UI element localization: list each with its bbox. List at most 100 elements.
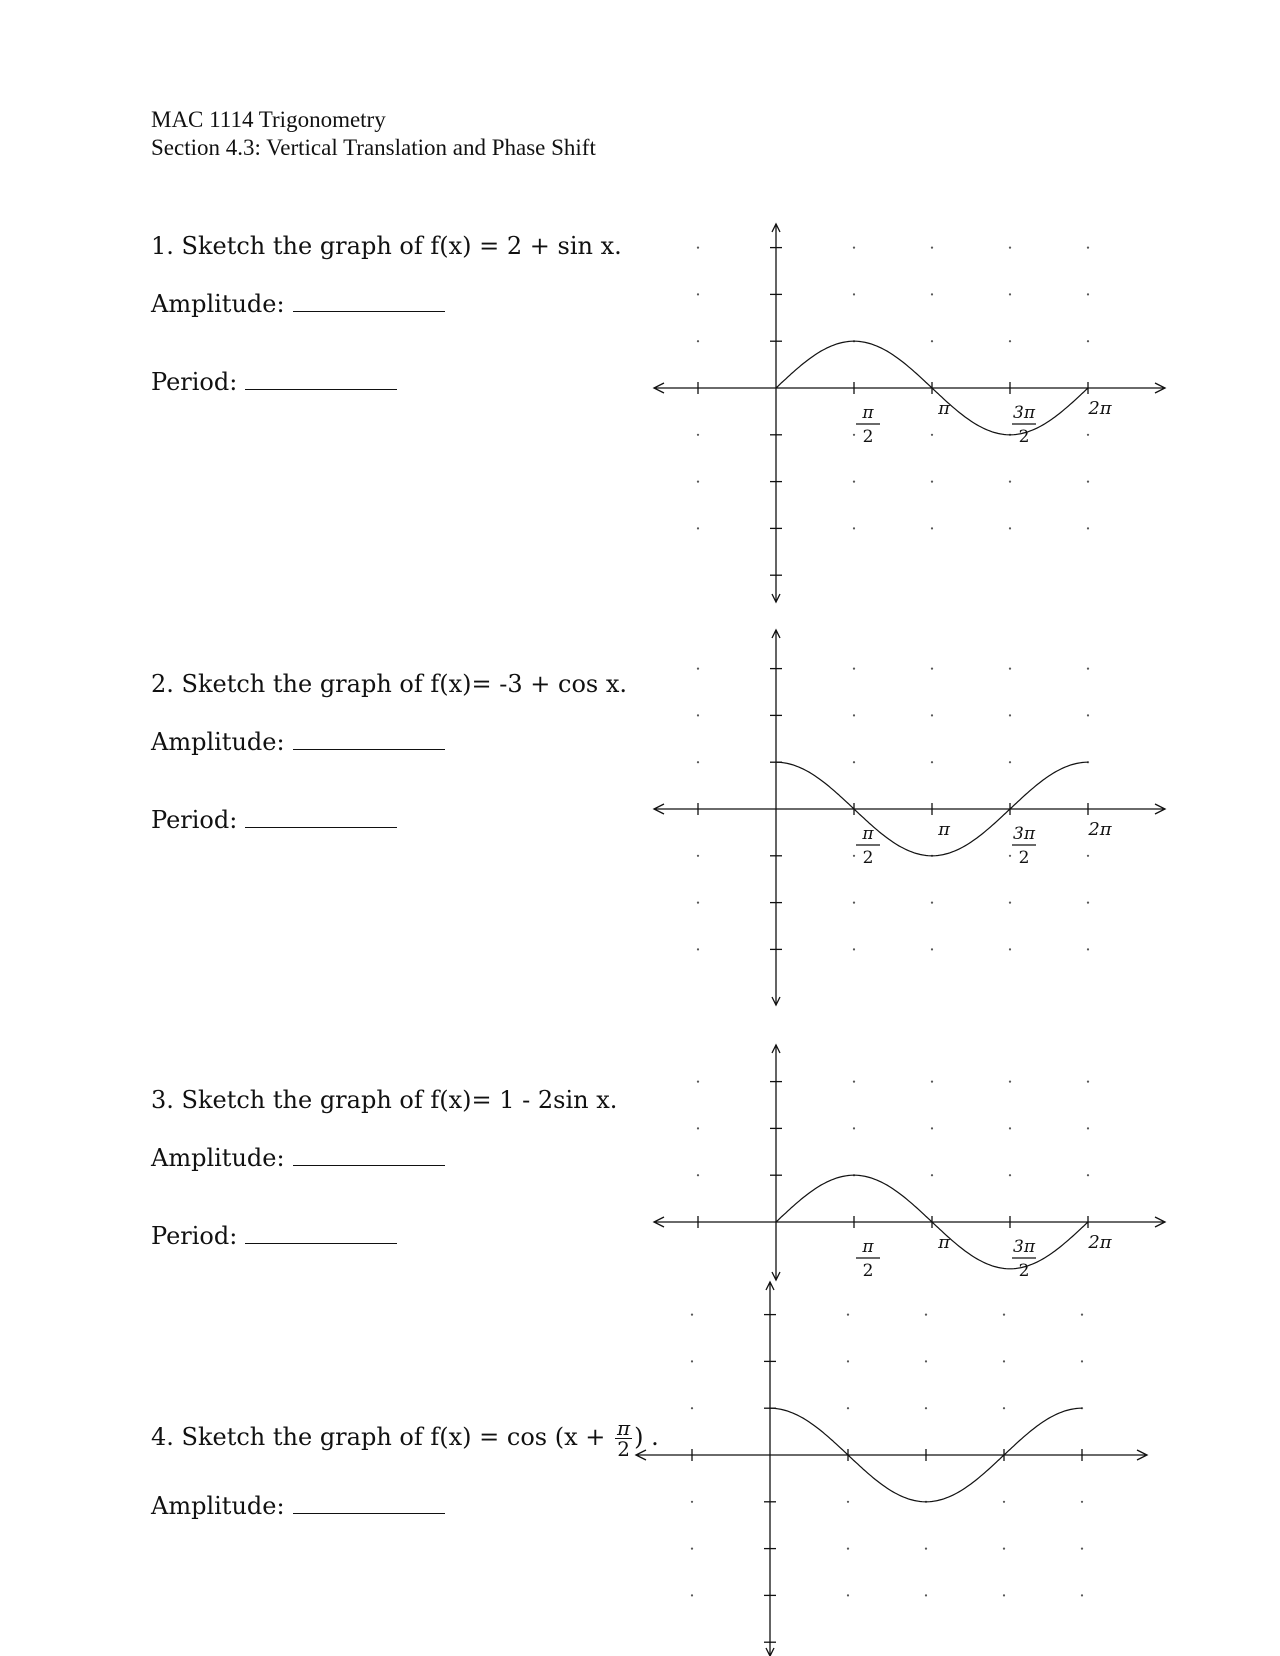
- grid-dot: [930, 901, 934, 904]
- problem-4-prompt-suffix: ) .: [634, 1423, 659, 1451]
- grid-dot: [930, 761, 934, 764]
- grid-dot: [924, 1407, 928, 1410]
- y-axis-up-arrow: [765, 1280, 775, 1291]
- grid-dot: [1086, 527, 1090, 530]
- x-tick-label-numerator: π: [861, 1237, 874, 1257]
- grid-dot: [852, 901, 856, 904]
- grid-dot: [1086, 340, 1090, 343]
- grid-dot: [1008, 948, 1012, 951]
- amplitude-label: Amplitude:: [151, 290, 285, 318]
- amplitude-label: Amplitude:: [151, 1144, 285, 1172]
- grid-dot: [852, 293, 856, 296]
- grid-dot: [696, 714, 700, 717]
- grid-dot: [1086, 1174, 1090, 1177]
- grid-dot: [1086, 714, 1090, 717]
- section-title: Section 4.3: Vertical Translation and Ph…: [151, 135, 596, 160]
- x-tick-label-denominator: 2: [1019, 427, 1030, 447]
- grid-dot: [1086, 667, 1090, 670]
- grid-dot: [1086, 293, 1090, 296]
- grid-dot: [696, 1174, 700, 1177]
- x-axis-right-arrow: [1154, 803, 1167, 815]
- grid-dot: [690, 1407, 694, 1410]
- x-tick-label: π: [937, 398, 951, 419]
- grid-dot: [930, 1080, 934, 1083]
- grid-dot: [696, 340, 700, 343]
- period-answer-blank[interactable]: [245, 809, 398, 828]
- x-tick-label: 2π: [1087, 398, 1112, 419]
- grid-dot: [846, 1594, 850, 1597]
- grid-dot: [1008, 527, 1012, 530]
- function-curve: [775, 1174, 1089, 1270]
- grid-dot: [696, 293, 700, 296]
- y-axis-down-arrow: [771, 593, 781, 604]
- grid-dot: [1008, 667, 1012, 670]
- grid-dot: [852, 246, 856, 249]
- grid-dot: [1086, 1080, 1090, 1083]
- amplitude-answer-blank[interactable]: [292, 293, 445, 312]
- grid-dot: [930, 293, 934, 296]
- function-curve: [775, 340, 1089, 436]
- grid-dot: [1086, 433, 1090, 436]
- x-tick-label: 2π: [1087, 1232, 1112, 1253]
- problem-2-period: Period:: [151, 806, 398, 834]
- amplitude-answer-blank[interactable]: [292, 1495, 445, 1514]
- problem-3-period: Period:: [151, 1222, 398, 1250]
- grid-dot: [930, 340, 934, 343]
- period-label: Period:: [151, 368, 238, 396]
- grid-dot: [690, 1313, 694, 1316]
- grid-dot: [852, 433, 856, 436]
- grid-dot: [1086, 246, 1090, 249]
- period-label: Period:: [151, 1222, 238, 1250]
- x-tick-label: 2π: [1087, 819, 1112, 840]
- grid-dot: [696, 901, 700, 904]
- grid-dot: [1086, 948, 1090, 951]
- function-curve: [770, 1407, 1082, 1503]
- grid-dot: [690, 1547, 694, 1550]
- x-tick-label: π: [937, 819, 951, 840]
- grid-dot: [930, 667, 934, 670]
- grid-dot: [852, 714, 856, 717]
- grid-dot: [930, 246, 934, 249]
- x-axis-right-arrow: [1154, 382, 1167, 394]
- fraction-numerator: π: [615, 1416, 633, 1440]
- grid-dot: [1008, 1080, 1012, 1083]
- x-tick-label-numerator: 3π: [1013, 403, 1036, 423]
- grid-dot: [690, 1360, 694, 1363]
- x-axis-left-arrow: [652, 382, 665, 394]
- course-title: MAC 1114 Trigonometry: [151, 107, 386, 132]
- grid-dot: [930, 948, 934, 951]
- grid-dot: [690, 1500, 694, 1503]
- grid-dot: [852, 854, 856, 857]
- grid-dot: [1008, 761, 1012, 764]
- grid-dot: [1002, 1547, 1006, 1550]
- grid-dot: [1008, 480, 1012, 483]
- grid-dot: [1086, 854, 1090, 857]
- x-tick-label-numerator: 3π: [1013, 824, 1036, 844]
- period-answer-blank[interactable]: [245, 371, 398, 390]
- grid-dot: [1008, 901, 1012, 904]
- grid-dot: [852, 761, 856, 764]
- grid-dot: [1080, 1500, 1084, 1503]
- x-tick-label-numerator: 3π: [1013, 1237, 1036, 1257]
- grid-dot: [1086, 480, 1090, 483]
- amplitude-answer-blank[interactable]: [292, 731, 445, 750]
- grid-dot: [1002, 1407, 1006, 1410]
- amplitude-answer-blank[interactable]: [292, 1147, 445, 1166]
- grid-dot: [1002, 1594, 1006, 1597]
- grid-dot: [1008, 854, 1012, 857]
- grid-dot: [924, 1313, 928, 1316]
- problem-3-amplitude: Amplitude:: [151, 1144, 445, 1172]
- x-tick-label-denominator: 2: [863, 848, 874, 868]
- problem-3-prompt: 3. Sketch the graph of f(x)= 1 - 2sin x.: [151, 1086, 618, 1114]
- x-axis-right-arrow: [1154, 1216, 1167, 1228]
- grid-dot: [696, 480, 700, 483]
- grid-dot: [930, 527, 934, 530]
- period-answer-blank[interactable]: [245, 1225, 398, 1244]
- grid-dot: [1080, 1594, 1084, 1597]
- grid-dot: [1002, 1500, 1006, 1503]
- x-tick-label-numerator: π: [861, 824, 874, 844]
- problem-4-prompt: 4. Sketch the graph of f(x) = cos (x + π…: [151, 1418, 659, 1459]
- problem-1-period: Period:: [151, 368, 398, 396]
